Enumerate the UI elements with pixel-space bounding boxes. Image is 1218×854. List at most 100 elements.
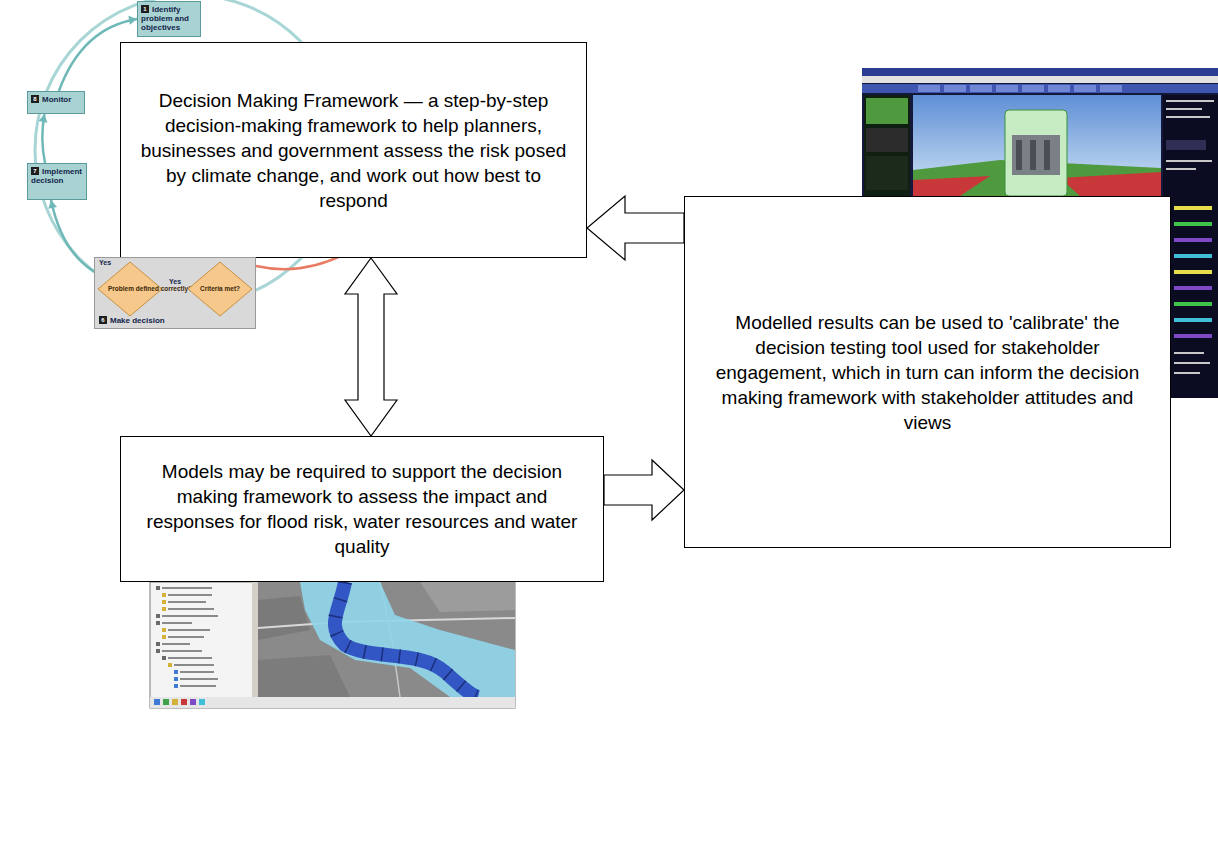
node-text: Models may be required to support the de…: [141, 459, 583, 559]
step-number: 1: [141, 5, 149, 13]
node-label: Decision Making Framework — a step-by-st…: [131, 88, 576, 213]
gis-screenshot: [180, 678, 218, 680]
game-screenshot: [1022, 85, 1044, 92]
node-label: Monitor: [42, 95, 71, 104]
decision-text: Criteria met?: [198, 285, 242, 292]
game-screenshot: [1166, 160, 1212, 162]
gis-screenshot: [162, 622, 192, 624]
step-box: 7Implement decision: [27, 163, 87, 200]
text-box: Models may be required to support the de…: [120, 436, 604, 582]
game-screenshot: [1174, 302, 1212, 306]
game-screenshot: [864, 95, 910, 196]
node-text: Problem defined correctly?: [97, 261, 163, 317]
game-screenshot: [913, 95, 1161, 196]
block-arrow: [587, 196, 684, 260]
game-screenshot: [1166, 140, 1206, 150]
arrow-head: [48, 200, 57, 209]
game-screenshot: [970, 85, 992, 92]
gis-screenshot: [180, 685, 216, 687]
game-screenshot: [996, 85, 1018, 92]
game-screenshot: [1012, 135, 1060, 175]
gis-screenshot: [162, 635, 166, 639]
decision-text: Problem defined correctly?: [108, 285, 152, 292]
node-text: Modelled results can be used to 'calibra…: [701, 310, 1154, 435]
node-text: 6Make decision: [99, 316, 165, 326]
gis-screenshot: [150, 582, 515, 708]
gis-screenshot: [168, 636, 204, 638]
step-number: 7: [31, 167, 39, 175]
diamond-shape: [98, 262, 162, 316]
gis-screenshot: [156, 586, 160, 590]
game-screenshot: [1174, 372, 1200, 374]
gis-screenshot: [162, 628, 166, 632]
node-label: Models may be required to support the de…: [141, 459, 583, 559]
game-screenshot: [1174, 270, 1212, 274]
cycle-arrow: [39, 114, 48, 163]
game-screenshot: [862, 76, 1218, 83]
decision-panel: 6Make decision Problem defined correctly?…: [94, 257, 256, 329]
cycle-arrow: [48, 200, 94, 271]
game-screenshot: [1174, 286, 1212, 290]
game-screenshot: [1048, 85, 1070, 92]
gis-screenshot: [335, 582, 478, 697]
game-screenshot: [1100, 85, 1122, 92]
block-arrow: [604, 460, 684, 520]
game-screenshot: [1166, 116, 1210, 118]
node-text: Decision Making Framework — a step-by-st…: [131, 88, 576, 213]
gis-screenshot: [162, 643, 190, 645]
diamond-shape: [188, 262, 252, 316]
gis-screenshot: [174, 684, 178, 688]
gis-screenshot: [180, 671, 214, 673]
gis-screenshot: [174, 670, 178, 674]
game-screenshot: [913, 176, 990, 196]
game-screenshot: [944, 85, 966, 92]
gis-screenshot: [162, 656, 166, 660]
game-screenshot: [1166, 100, 1214, 102]
node-text: 7Implement decision: [31, 167, 83, 186]
gis-screenshot: [156, 614, 160, 618]
game-screenshot: [1005, 110, 1067, 196]
gis-screenshot: [162, 587, 212, 589]
gis-screenshot: [156, 642, 160, 646]
game-screenshot: [866, 98, 908, 124]
gis-screenshot: [199, 699, 205, 705]
gis-screenshot: [174, 664, 214, 666]
game-screenshot: [1174, 352, 1204, 354]
text-box: Modelled results can be used to 'calibra…: [684, 196, 1171, 548]
game-screenshot: [1174, 206, 1212, 210]
gis-screenshot: [181, 699, 187, 705]
gis-screenshot: [168, 608, 214, 610]
block-arrow: [345, 258, 397, 436]
game-screenshot: [1174, 254, 1212, 258]
game-screenshot: [862, 84, 1218, 93]
gis-screenshot: [168, 601, 206, 603]
game-screenshot: [1030, 140, 1036, 170]
gis-screenshot: [420, 582, 515, 612]
gis-screenshot: [162, 600, 166, 604]
node-label: Make decision: [110, 316, 165, 325]
decision-diamond: Criteria met?: [187, 261, 253, 317]
game-screenshot: [1166, 108, 1202, 110]
game-screenshot: [862, 68, 1218, 76]
text-box: Decision Making Framework — a step-by-st…: [120, 42, 587, 258]
game-screenshot: [1166, 168, 1196, 170]
game-screenshot: [866, 156, 908, 190]
game-screenshot: [1060, 172, 1161, 196]
game-screenshot: [1174, 238, 1212, 242]
gis-screenshot: [150, 697, 515, 708]
gis-screenshot: [258, 582, 515, 697]
gis-screenshot: [163, 699, 169, 705]
gis-screenshot: [335, 582, 478, 697]
game-screenshot: [1174, 222, 1212, 226]
cycle-arrow-line: [51, 200, 94, 271]
game-screenshot: [866, 128, 908, 152]
arrow-head: [39, 114, 48, 123]
gis-screenshot: [156, 649, 160, 653]
game-screenshot: [1174, 334, 1212, 338]
step-box: 1Identify problem and objectives: [137, 1, 201, 37]
step-box: 8Monitor: [27, 91, 85, 114]
step-number: 8: [31, 95, 39, 103]
gis-screenshot: [162, 615, 218, 617]
gis-screenshot: [168, 657, 212, 659]
